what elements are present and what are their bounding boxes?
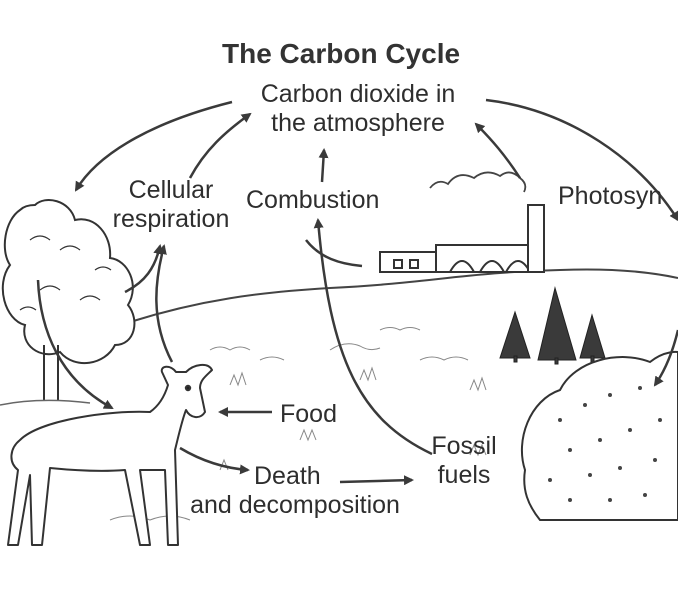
label-photosynthesis: Photosyn [558,182,663,210]
label-fossil-fuels: Fossil fuels [420,432,508,490]
arrow-photosyn-to-bush [653,329,678,387]
arrow-tree-to-respiration [124,244,164,294]
label-respiration-line1: Cellular [128,176,214,204]
arrow-deer-to-death [179,446,250,475]
smoke [429,171,527,193]
deer [7,364,213,546]
factory [379,204,545,273]
tree-shadow [0,399,91,406]
arrow-fuels-to-factory [313,218,433,456]
pine-trees [499,286,606,365]
label-death-line2: and decomposition [190,490,400,519]
label-atmosphere-line1: Carbon dioxide in [260,80,456,108]
label-death-line1: Death [254,462,321,490]
arrow-combustion-to-atmosphere [318,148,329,183]
label-combustion: Combustion [246,186,380,214]
bush-texture [548,386,662,502]
label-fossil-line1: Fossil [431,432,497,460]
cycle-arrows [36,98,678,486]
arrow-deer-to-respiration [155,244,174,363]
label-food: Food [280,400,337,428]
hill-horizon [129,268,678,323]
ground-texture [109,327,487,521]
arrow-respiration-to-atmosphere [188,112,252,179]
arrow-combustion-to-factory [305,239,363,268]
arrow-death-to-fossil [339,475,414,486]
arrow-tree-to-deer [36,279,114,410]
label-respiration-line2: respiration [112,204,230,233]
label-fossil-line2: fuels [437,460,491,489]
label-atmosphere: Carbon dioxide in the atmosphere [238,80,478,138]
arrow-atmosphere-to-bush [485,98,678,222]
diagram-title: The Carbon Cycle [222,38,461,69]
label-atmosphere-line2: the atmosphere [271,108,445,137]
arrow-atmosphere-to-tree [74,100,233,192]
label-cellular-respiration: Cellular respiration [100,176,242,234]
arrow-factory-to-atmosphere [474,122,522,179]
bush [520,350,678,521]
tree [1,199,136,400]
label-death-decomposition: Death and decomposition [166,462,424,520]
